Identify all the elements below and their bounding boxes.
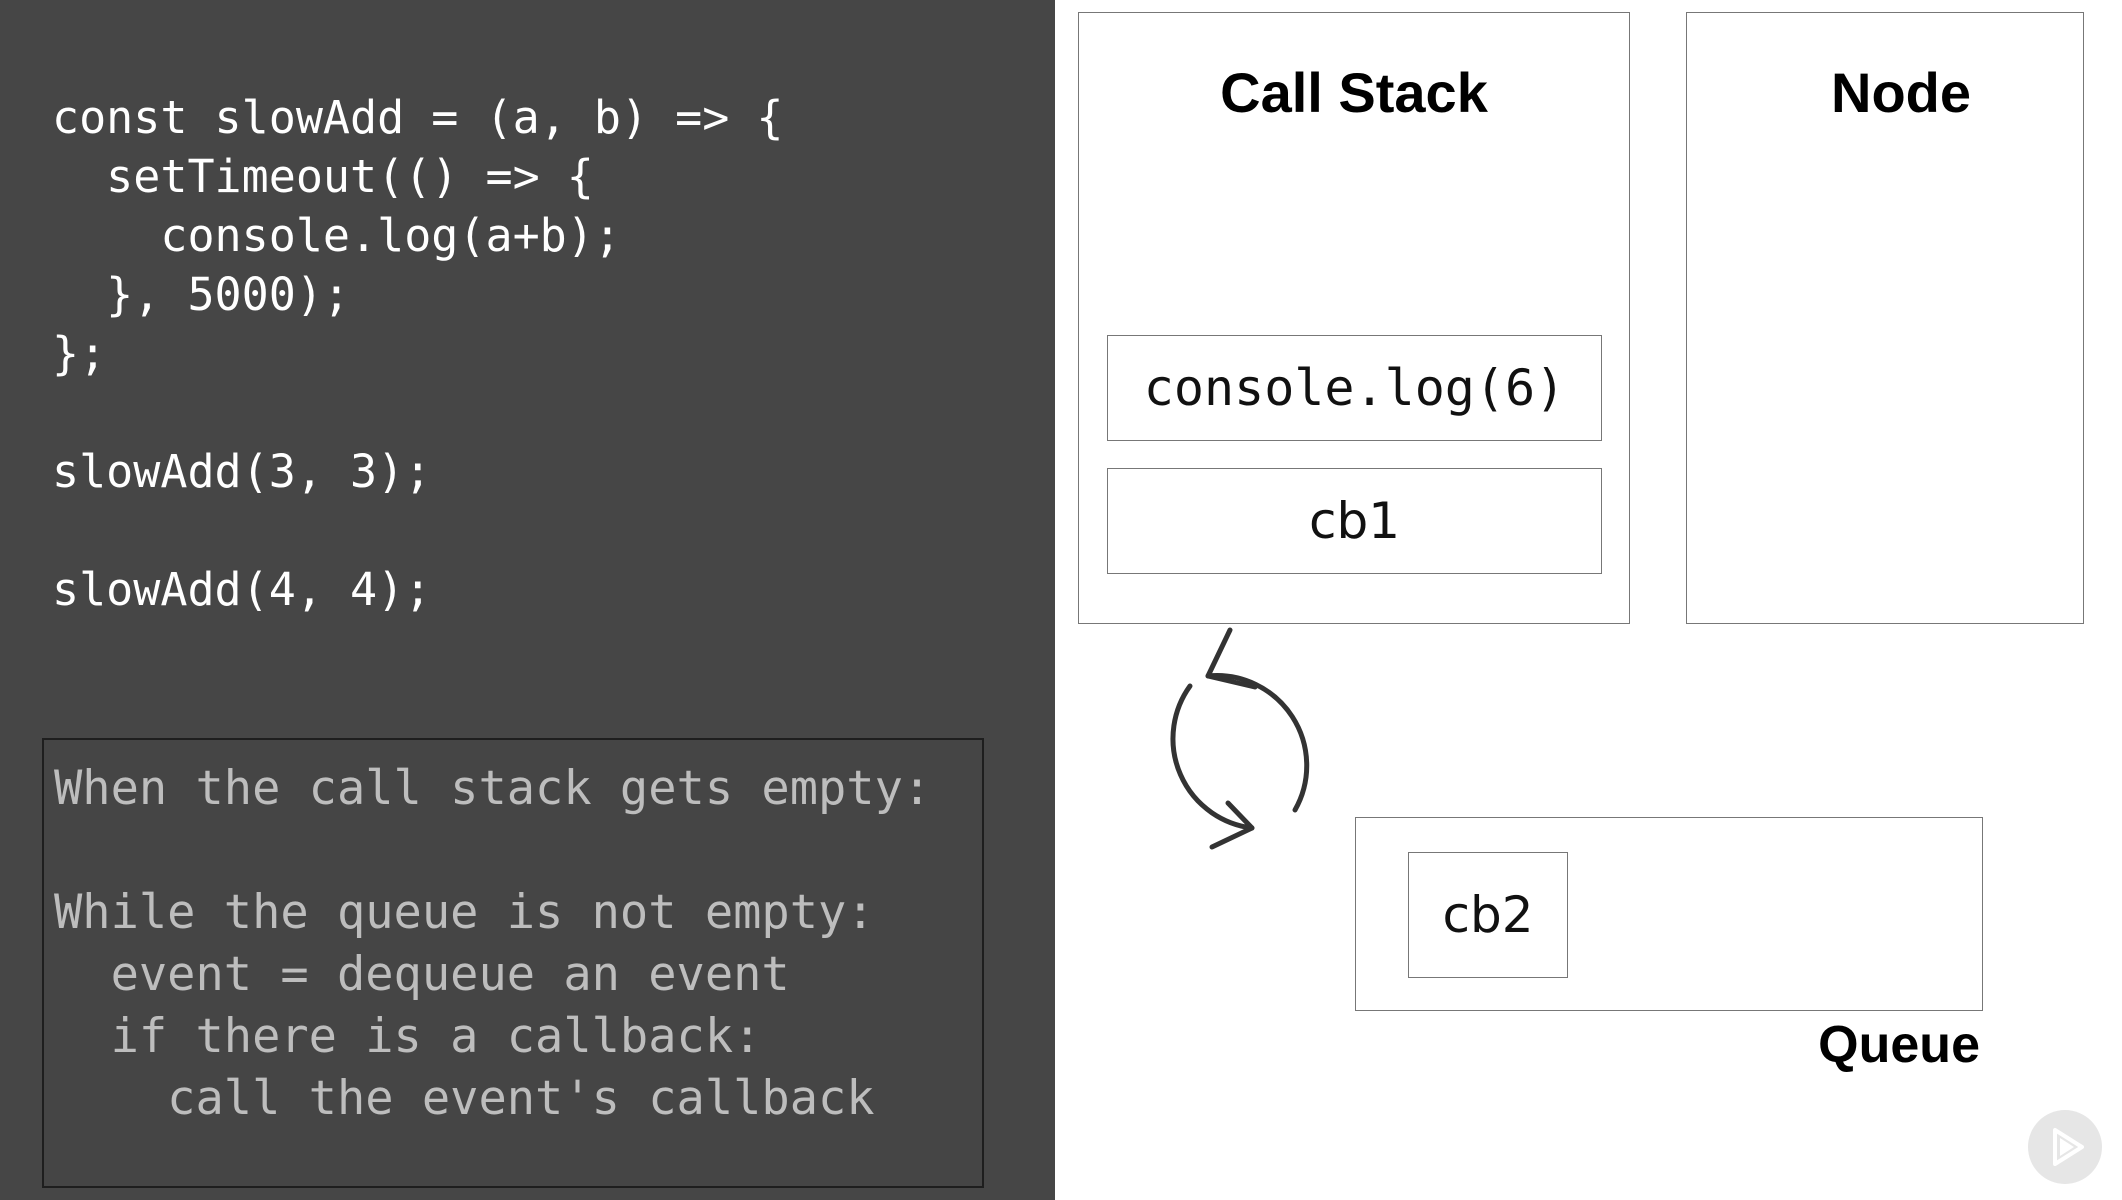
code-line — [52, 383, 784, 442]
pseudocode-line: While the queue is not empty: — [54, 885, 875, 940]
code-line — [52, 501, 784, 560]
event-loop-pseudocode-box: When the call stack gets empty: While the… — [42, 738, 984, 1188]
code-line: slowAdd(3, 3); — [52, 445, 432, 498]
code-block: const slowAdd = (a, b) => { setTimeout((… — [52, 88, 784, 619]
play-button[interactable] — [2028, 1110, 2102, 1184]
event-loop-cycle-icon — [1170, 627, 1310, 850]
code-panel: const slowAdd = (a, b) => { setTimeout((… — [0, 0, 1055, 1200]
pseudocode-line: When the call stack gets empty: — [54, 761, 932, 816]
queue-title: Queue — [1818, 1016, 1980, 1074]
code-line: slowAdd(4, 4); — [52, 563, 432, 616]
pseudocode-line: call the event's callback — [54, 1071, 875, 1126]
code-line: }; — [52, 327, 107, 380]
queue-item: cb2 — [1408, 852, 1568, 978]
pseudocode-line: if there is a callback: — [54, 1009, 762, 1064]
node-box — [1686, 12, 2084, 624]
pseudocode-line — [54, 820, 931, 882]
code-line: setTimeout(() => { — [52, 150, 594, 203]
play-icon — [2053, 1128, 2084, 1166]
pseudocode-block: When the call stack gets empty: While the… — [54, 758, 931, 1130]
node-title: Node — [1831, 61, 1971, 124]
code-line: const slowAdd = (a, b) => { — [52, 91, 784, 144]
code-line: console.log(a+b); — [52, 209, 621, 262]
pseudocode-line: event = dequeue an event — [54, 947, 790, 1002]
call-stack-frame: console.log(6) — [1107, 335, 1602, 441]
code-line: }, 5000); — [52, 268, 351, 321]
call-stack-frame: cb1 — [1107, 468, 1602, 574]
call-stack-title: Call Stack — [1220, 61, 1488, 124]
